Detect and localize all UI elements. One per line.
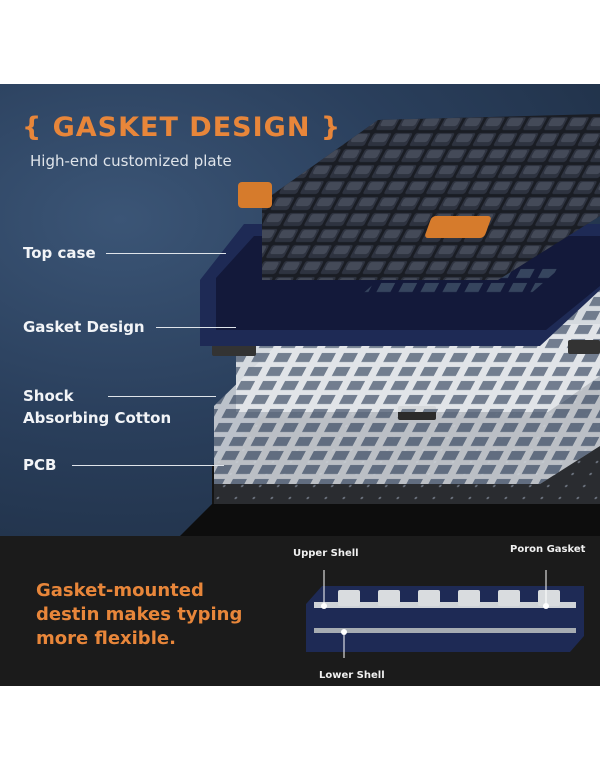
orange-space-bar [425,216,491,238]
poron-gasket-dot [543,603,549,609]
cross-section-diagram [306,570,584,658]
page-title: { GASKET DESIGN } [22,112,342,143]
exploded-keyboard-illustration [180,114,600,536]
label-shock-absorbing-cotton: Shock Absorbing Cotton [23,387,172,427]
keycap-layer [238,114,600,280]
feature-description: Gasket-mounted destin makes typing more … [36,579,242,651]
callout-line-gasket-design [156,327,236,328]
feature-line: more flexible. [36,628,176,649]
callout-line-pcb [72,465,224,466]
page-subtitle: High-end customized plate [30,152,232,170]
feature-line: destin makes typing [36,604,243,625]
callout-line-top-case [106,253,226,254]
poron-gasket-label: Poron Gasket [510,544,586,555]
product-banner: { GASKET DESIGN } High-end customized pl… [0,84,600,686]
orange-keycap [238,182,272,208]
callout-line-shock-absorbing-cotton [108,396,216,397]
upper-shell-dot [321,603,327,609]
label-pcb: PCB [23,456,57,474]
lower-shell-dot [341,629,347,635]
lower-shell-label: Lower Shell [319,670,385,681]
upper-shell-label: Upper Shell [293,548,359,559]
feature-line: Gasket-mounted [36,580,204,601]
exploded-view-panel: { GASKET DESIGN } High-end customized pl… [0,84,600,536]
switch-row [338,590,560,606]
label-top-case: Top case [23,244,96,262]
label-gasket-design: Gasket Design [23,318,145,336]
gasket-pad [568,340,600,354]
